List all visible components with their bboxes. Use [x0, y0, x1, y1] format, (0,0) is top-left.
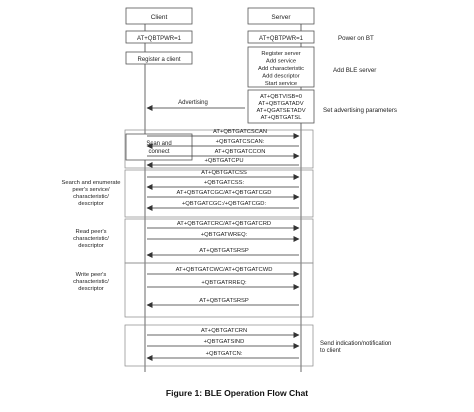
- set-advertising-note: Set advertising parameters: [323, 107, 397, 114]
- ble-server-setup-box: [247, 46, 315, 88]
- msg-label: +QBTGATCSS:: [204, 180, 245, 186]
- advertising-params-box: [247, 89, 315, 124]
- write-note-line: characteristic/: [73, 279, 109, 285]
- msg-label: AT+QBTGATCSS: [201, 170, 247, 176]
- msg-label: AT+QBTGATCWC/AT+QBTGATCWD: [176, 267, 273, 273]
- msg-label: +QBTGATSIND: [204, 339, 245, 345]
- client-header-box: [125, 7, 193, 25]
- msg-label: AT+QBTGATCRC/AT+QBTGATCRD: [177, 221, 271, 227]
- msg-label: AT+QBTGATSRSP: [199, 298, 249, 304]
- msg-label: +QBTGATCN:: [206, 351, 243, 357]
- add-ble-server-note: Add BLE server: [333, 67, 376, 74]
- register-client-label: Register a client: [137, 57, 180, 63]
- adv-param-line: AT+QBTGATSL: [261, 115, 303, 121]
- msg-label: +QBTGATWREQ:: [201, 232, 248, 238]
- search-section-box: [124, 169, 314, 218]
- client-qbtpwr-label: AT+QBTPWR=1: [137, 36, 182, 42]
- adv-param-line: AT+QGATSETADV: [256, 108, 305, 114]
- msg-label: +QBTGATCPU: [204, 158, 243, 164]
- advertising-label: Advertising: [178, 100, 208, 106]
- search-note-line: peer's service/: [72, 187, 110, 193]
- ble-setup-line: Add characteristic: [258, 66, 304, 72]
- search-note-line: Search and enumerate: [62, 180, 121, 186]
- server-header-box: [247, 7, 315, 25]
- msg-label: AT+QBTGATCSCAN: [213, 129, 267, 135]
- power-on-note: Power on BT: [338, 35, 374, 42]
- msg-label: +QBTGATCSCAN:: [216, 139, 265, 145]
- client-header-label: Client: [151, 14, 168, 21]
- notify-section-box: [124, 324, 314, 367]
- indication-note-line: to client: [320, 348, 341, 354]
- search-note-line: characteristic/: [73, 194, 109, 200]
- client-qbtpwr-box: [125, 30, 193, 44]
- server-header-label: Server: [271, 14, 291, 21]
- msg-label: +QBTGATCGC:/+QBTGATCGD:: [182, 201, 267, 207]
- ble-setup-line: Add service: [266, 59, 296, 65]
- scan-connect-label: Scan and: [146, 141, 171, 147]
- server-qbtpwr-label: AT+QBTPWR=1: [259, 36, 304, 42]
- scan-section-box: [124, 129, 314, 169]
- server-qbtpwr-box: [247, 30, 315, 44]
- ble-setup-line: Start service: [265, 81, 297, 87]
- read-note-line: Read peer's: [75, 229, 106, 235]
- adv-param-line: AT+QBTGATADV: [258, 101, 303, 107]
- search-note-line: descriptor: [78, 201, 104, 207]
- indication-note-line: Send indication/notification: [320, 341, 391, 347]
- msg-label: +QBTGATRREQ:: [201, 280, 247, 286]
- msg-label: AT+QBTGATCRN: [201, 328, 247, 334]
- scan-connect-label: connect: [148, 149, 169, 155]
- adv-param-line: AT+QBTVISB=0: [260, 94, 302, 100]
- write-note-line: descriptor: [78, 286, 104, 292]
- msg-label: AT+QBTGATCGC/AT+QBTGATCGD: [177, 190, 272, 196]
- write-note-line: Write peer's: [76, 272, 107, 278]
- write-section-box: [124, 262, 314, 318]
- figure-caption: Figure 1: BLE Operation Flow Chat: [165, 388, 309, 398]
- msg-label: AT+QBTGATSRSP: [199, 248, 249, 254]
- read-note-line: characteristic/: [73, 236, 109, 242]
- ble-setup-line: Add descriptor: [262, 74, 299, 80]
- msg-label: AT+QBTGATCCON: [215, 149, 266, 155]
- register-client-box: [125, 51, 193, 65]
- ble-setup-line: Register server: [261, 51, 300, 57]
- read-note-line: descriptor: [78, 243, 104, 249]
